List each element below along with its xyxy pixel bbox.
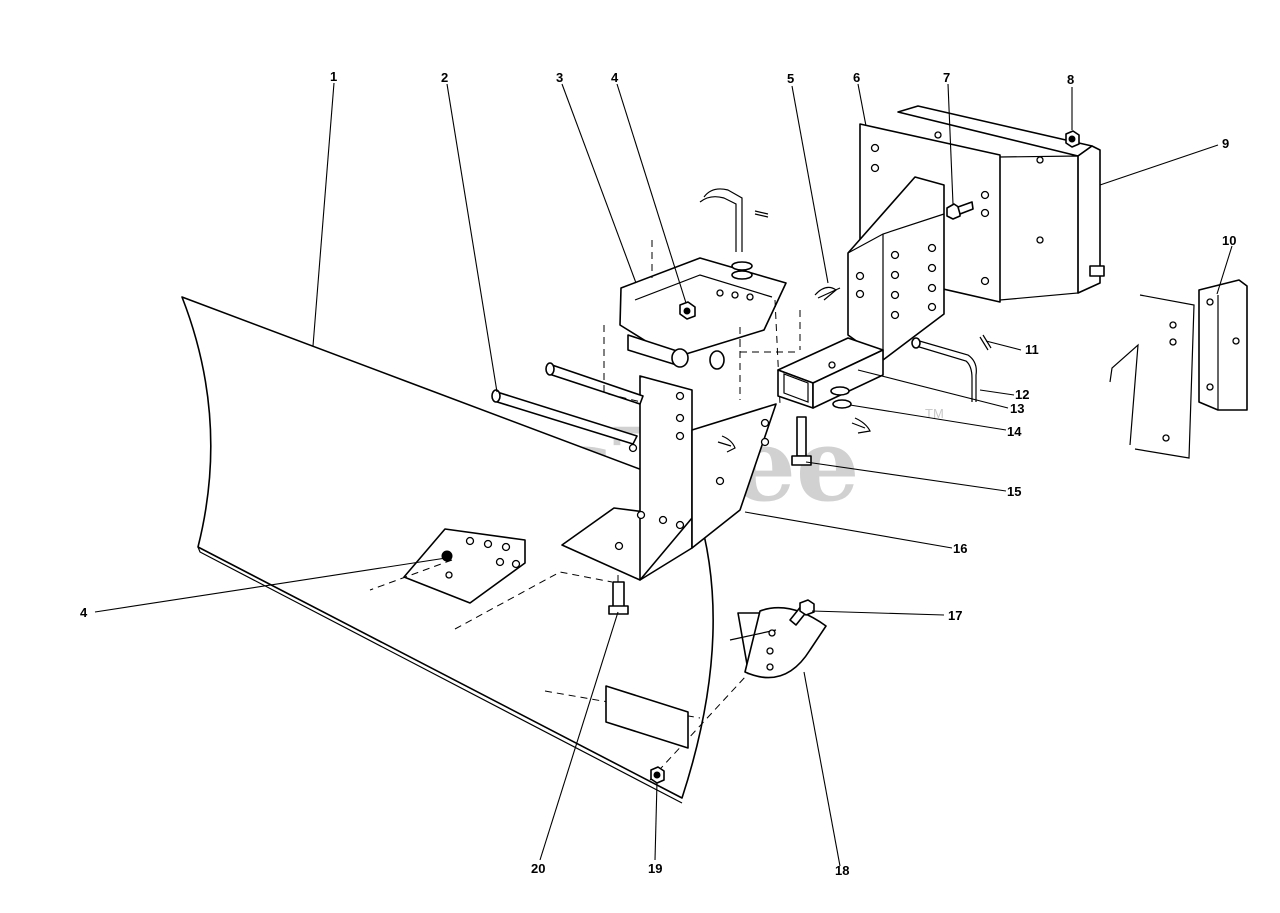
lock-pin-upper bbox=[699, 188, 769, 280]
callout-18: 18 bbox=[835, 863, 849, 878]
nut-upper bbox=[679, 301, 696, 320]
callouts: 1 2 3 4 5 6 7 8 9 10 11 12 13 14 15 16 1… bbox=[80, 69, 1236, 878]
carriage-bolt-20 bbox=[608, 581, 629, 615]
square-tube bbox=[777, 337, 884, 409]
callout-12: 12 bbox=[1015, 387, 1029, 402]
pivot-bracket bbox=[619, 257, 787, 370]
callout-17: 17 bbox=[948, 608, 962, 623]
callout-8: 8 bbox=[1067, 72, 1074, 87]
callout-7: 7 bbox=[943, 70, 950, 85]
callout-4-upper: 4 bbox=[611, 70, 619, 85]
nut-19 bbox=[650, 766, 665, 784]
mounting-bracket bbox=[561, 375, 777, 581]
pivot-pins bbox=[491, 362, 644, 445]
callout-4-lower: 4 bbox=[80, 605, 88, 620]
callout-1: 1 bbox=[330, 69, 337, 84]
lock-pin-12 bbox=[911, 334, 992, 402]
callout-10: 10 bbox=[1222, 233, 1236, 248]
callout-14: 14 bbox=[1007, 424, 1022, 439]
callout-5: 5 bbox=[787, 71, 794, 86]
leader-lines bbox=[94, 82, 1233, 867]
callout-15: 15 bbox=[1007, 484, 1021, 499]
callout-13: 13 bbox=[1010, 401, 1024, 416]
hairpin-clip bbox=[814, 286, 841, 301]
callout-6: 6 bbox=[853, 70, 860, 85]
cotter-pin-bracket bbox=[717, 435, 736, 453]
callout-16: 16 bbox=[953, 541, 967, 556]
skid-shoe bbox=[729, 606, 827, 679]
frame-bracket bbox=[897, 105, 1105, 301]
hitch-plate bbox=[847, 176, 945, 361]
callout-9: 9 bbox=[1222, 136, 1229, 151]
washers bbox=[830, 386, 871, 434]
side-bracket bbox=[1198, 279, 1248, 411]
callout-3: 3 bbox=[556, 70, 563, 85]
callout-20: 20 bbox=[531, 861, 545, 876]
bolt-7 bbox=[946, 201, 974, 220]
vehicle-frame-panel bbox=[1109, 294, 1195, 459]
nut-8 bbox=[1065, 130, 1080, 148]
bolt-17 bbox=[789, 599, 815, 626]
callout-11: 11 bbox=[1025, 342, 1039, 357]
blade-spacer-block bbox=[605, 685, 689, 749]
bolt-15 bbox=[791, 416, 812, 466]
blade-lower-plate bbox=[403, 528, 526, 604]
callout-19: 19 bbox=[648, 861, 662, 876]
callout-2: 2 bbox=[441, 70, 448, 85]
